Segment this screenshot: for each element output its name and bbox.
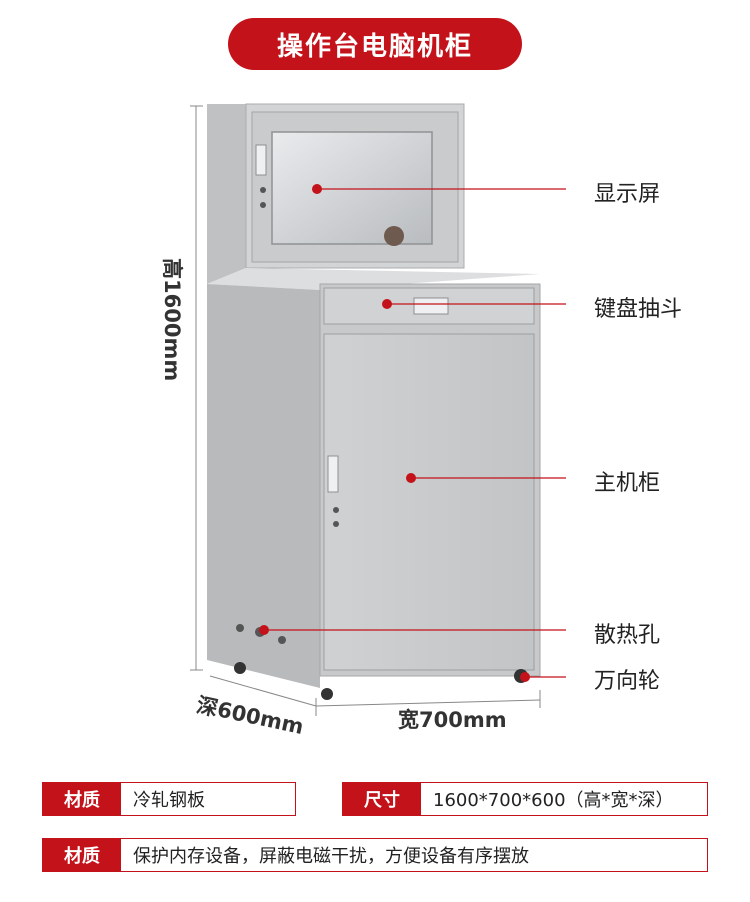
width-dimension: 宽700mm <box>398 708 507 732</box>
monitor-box <box>207 103 465 284</box>
spec-material-label: 材质 <box>43 783 121 815</box>
callout-display: 显示屏 <box>594 182 661 207</box>
page-title: 操作台电脑机柜 <box>228 18 522 70</box>
callout-dots <box>259 184 530 682</box>
callout-main-cabinet: 主机柜 <box>594 471 661 496</box>
spec-size-value: 1600*700*600（高*宽*深） <box>433 790 674 811</box>
spec-use-value: 保护内存设备，屏蔽电磁干扰，方便设备有序摆放 <box>133 846 529 867</box>
spec-use: 材质 保护内存设备，屏蔽电磁干扰，方便设备有序摆放 <box>42 838 708 872</box>
height-dimension: 高1600mm <box>160 258 184 382</box>
callout-vent-holes: 散热孔 <box>594 623 661 648</box>
spec-material: 材质 冷轧钢板 <box>42 782 296 816</box>
callout-keyboard-drawer: 键盘抽斗 <box>594 297 683 322</box>
dimension-lines <box>190 105 541 716</box>
spec-use-label: 材质 <box>43 839 121 871</box>
lower-cabinet <box>207 268 541 700</box>
callout-casters: 万向轮 <box>594 669 661 694</box>
spec-material-value: 冷轧钢板 <box>133 790 205 811</box>
spec-size: 尺寸 1600*700*600（高*宽*深） <box>342 782 708 816</box>
callout-lines <box>264 188 566 678</box>
spec-size-label: 尺寸 <box>343 783 421 815</box>
